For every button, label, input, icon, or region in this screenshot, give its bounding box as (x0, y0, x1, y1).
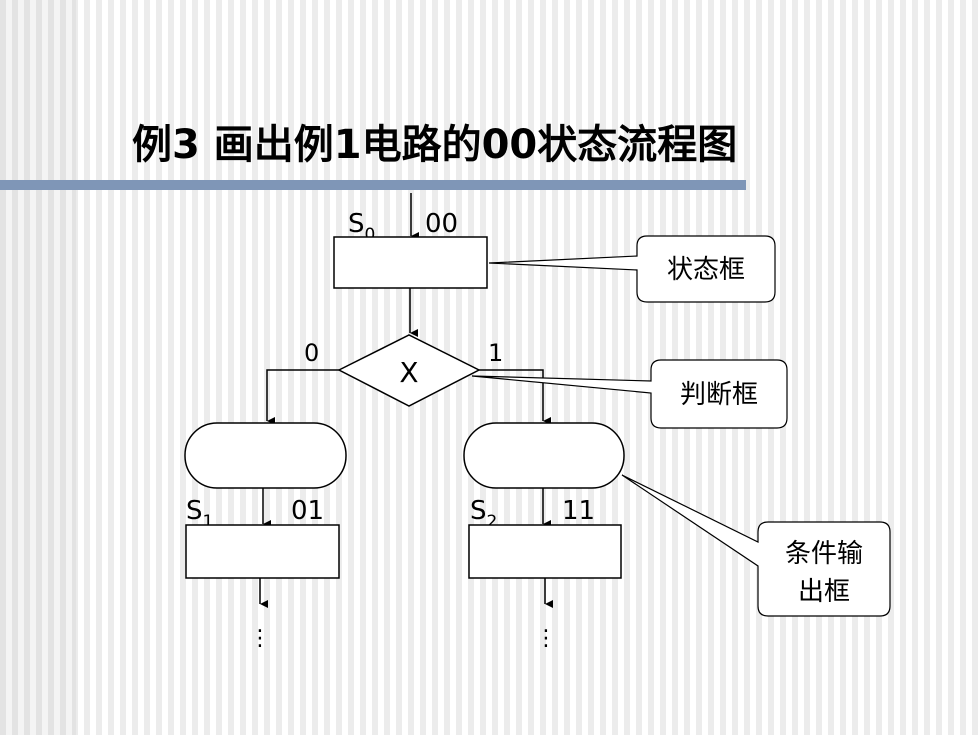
s0-label: S0 (348, 209, 375, 245)
callout-conditional-output-line1: 条件输 (785, 539, 863, 569)
s2-code: 11 (562, 496, 595, 526)
s1-state-box (185, 524, 340, 579)
left-stripe-bar (0, 0, 76, 735)
branch-right-line (479, 369, 551, 425)
branch-right-label: 1 (488, 339, 503, 367)
s1-continuation: ⋮ (249, 626, 271, 651)
callout-decision-box (471, 359, 788, 429)
callout-state-box-label: 状态框 (667, 255, 745, 285)
callout-conditional-output-line2: 出框 (798, 577, 850, 607)
decision-label: X (399, 356, 418, 389)
title-underline (0, 180, 746, 190)
s1-label: S1 (186, 496, 213, 532)
s0-state-box (333, 236, 488, 289)
s2-label: S2 (470, 496, 497, 532)
callout-state-box (488, 235, 776, 303)
s1-code: 01 (291, 496, 324, 526)
left-conditional-output-oval (184, 422, 347, 489)
s0-code: 00 (425, 209, 458, 239)
s2-state-box (468, 524, 622, 579)
branch-left-line (266, 369, 339, 425)
right-conditional-output-oval (463, 422, 625, 489)
branch-left-label: 0 (304, 339, 319, 367)
callout-decision-box-label: 判断框 (680, 380, 758, 410)
slide-title: 例3 画出例1电路的00状态流程图 (132, 122, 738, 168)
callout-conditional-output (621, 474, 891, 617)
s2-continuation: ⋮ (535, 626, 557, 651)
